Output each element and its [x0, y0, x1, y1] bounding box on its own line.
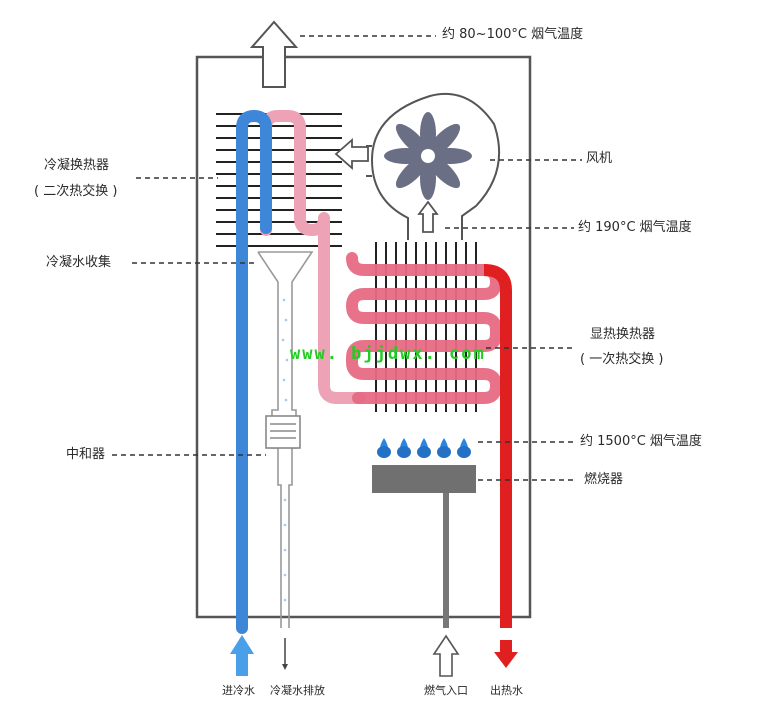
secondary-exchanger-pipe: [260, 110, 366, 404]
sensible-exchanger-label: 显热换热器: [590, 327, 656, 342]
fan-housing: [370, 92, 501, 240]
flue-up-arrow-icon: [417, 200, 439, 233]
condensate-collection-label: 冷凝水收集: [46, 255, 112, 270]
cold-water-pipe: [236, 110, 272, 634]
primary-exchanger-pipe: [346, 252, 502, 404]
burner-block: [372, 465, 476, 493]
fan-icon: [384, 112, 472, 200]
airflow-arrow-icon: [334, 138, 369, 170]
leader-lines: [112, 35, 582, 481]
condensing-exchanger-label: 冷凝换热器: [44, 158, 110, 173]
boiler-casing: [195, 55, 532, 619]
neutralizer-box: [265, 415, 301, 449]
hot-water-outlet-arrow-icon: [494, 640, 518, 668]
fan-housing-mouth: [366, 145, 372, 177]
watermark: www. bjjdwx. com: [290, 344, 486, 364]
fan-label: 风机: [586, 151, 613, 166]
exhaust-arrow-icon: [249, 20, 299, 88]
sensible-exchanger-sublabel: ( 一次热交换 ): [580, 352, 664, 367]
flue-temperature-mid-label: 约 190°C 烟气温度: [578, 220, 692, 235]
gas-inlet-label: 燃气入口: [424, 684, 468, 697]
hot-water-outlet-label: 出热水: [490, 684, 523, 697]
flame-icon: [377, 438, 471, 458]
cold-water-inlet-arrow-icon: [230, 635, 254, 676]
condensate-drain-label: 冷凝水排放: [270, 684, 325, 697]
gas-inlet-arrow-icon: [432, 634, 460, 677]
hot-water-pipe: [483, 264, 512, 628]
condensate-drain-arrowhead: [282, 664, 288, 670]
burner-label: 燃烧器: [584, 472, 624, 487]
flue-temperature-top-label: 约 80~100°C 烟气温度: [442, 27, 584, 42]
condensing-exchanger-sublabel: ( 二次热交换 ): [34, 184, 118, 199]
condensate-droplets: [281, 298, 289, 602]
neutralizer-label: 中和器: [66, 447, 106, 462]
flue-temperature-low-label: 约 1500°C 烟气温度: [580, 434, 702, 449]
cold-water-inlet-label: 进冷水: [222, 684, 255, 697]
